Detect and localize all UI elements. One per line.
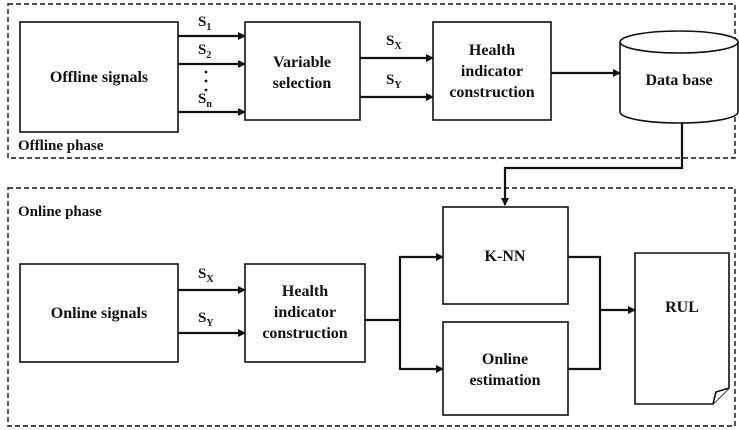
online-hi-line-3: construction [262,325,347,342]
online-health-indicator-box [244,263,366,363]
online-phase-frame [7,187,736,427]
offline-signals-text: Offline signals [50,69,148,86]
ellipsis-dot [204,79,208,83]
ellipsis-dot [204,88,208,92]
online-hi-line-1: Health [282,283,328,300]
offline-sy-label: SY [386,72,402,91]
online-signals-box [19,263,179,363]
offline-phase-label: Offline phase [18,138,104,154]
variable-selection-line-1: Variable [273,54,331,71]
online-hi-line-2: indicator [274,304,336,321]
rul-label: RUL [665,299,699,316]
online-sy-label: SY [198,310,214,329]
hi-to-knn-arrow [365,253,444,322]
database-to-knn-arrow [501,123,684,206]
signal-label-sn: Sn [198,91,212,110]
offline-hi-line-1: Health [469,42,515,59]
offline-signals-box [19,21,179,133]
variable-selection-line-2: selection [273,75,332,92]
online-estimation-line-1: Online [482,351,528,368]
knn-label: K-NN [485,248,526,265]
estimation-to-merge-line [568,310,602,371]
offline-sx-label: SX [386,33,402,52]
ellipsis-dot [204,70,208,74]
knn-to-merge-line [568,255,602,310]
online-estimation-line-2: estimation [469,372,540,389]
database-label: Data base [645,72,712,89]
database-cylinder [619,30,739,124]
offline-hi-line-2: indicator [461,63,523,80]
online-phase-label: Online phase [18,204,102,220]
offline-hi-line-3: construction [449,84,534,101]
rul-document-curl [712,387,730,405]
online-estimation-box [442,321,569,416]
offline-health-indicator-box [432,21,552,121]
variable-selection-box [244,21,361,121]
online-signals-text: Online signals [51,305,147,322]
signal-label-s1: S1 [198,14,211,33]
knn-box [442,206,569,305]
hi-to-estimation-arrow [398,320,444,373]
signal-label-s2: S2 [198,42,211,61]
rul-document [634,252,730,405]
online-sx-label: SX [198,266,214,285]
